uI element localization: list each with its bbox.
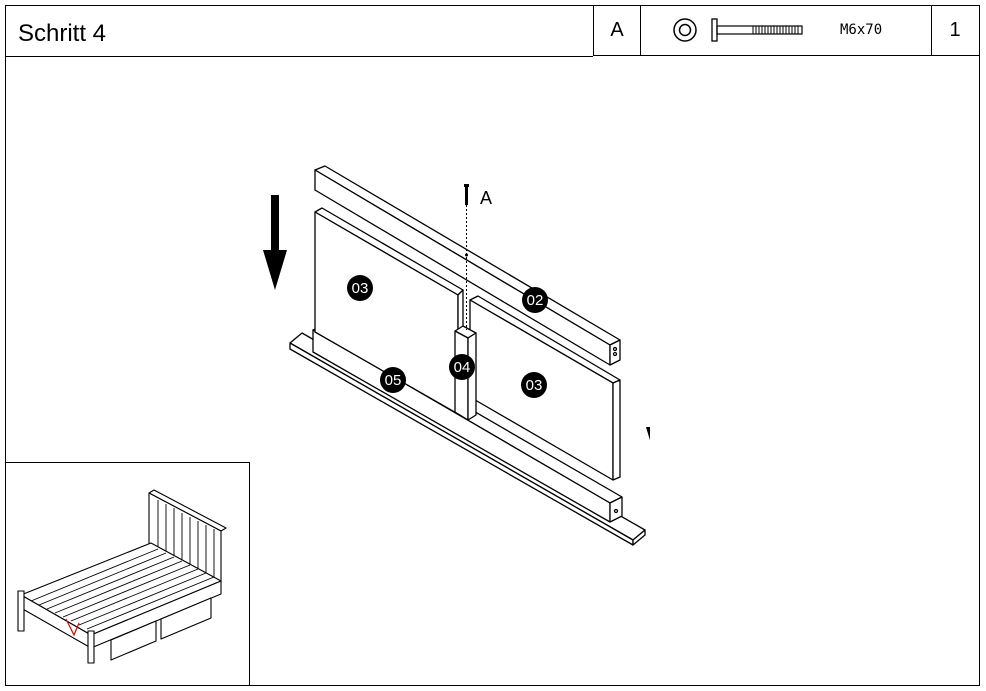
callout-rail-bottom: 05 [380, 367, 406, 393]
part-letter: A [594, 6, 641, 55]
arrow-down-icon [263, 195, 287, 290]
svg-text:03: 03 [352, 280, 369, 297]
center-post [454, 325, 477, 421]
highlight-marker [65, 618, 80, 637]
assembly-drawing: A 03 02 04 05 03 [263, 165, 650, 546]
bolt-icon [711, 18, 803, 42]
page-frame [5, 5, 980, 686]
step-title: Schritt 4 [18, 20, 107, 47]
bed-overview-drawing [17, 489, 227, 664]
parts-table: A M6x70 [593, 5, 980, 56]
bed-overview-inset [5, 462, 250, 686]
callout-rail-top: 02 [522, 287, 548, 313]
part-count: 1 [949, 19, 961, 41]
callout-panel-right: 03 [521, 372, 547, 398]
callout-panel-left: 03 [347, 275, 373, 301]
svg-text:03: 03 [526, 377, 543, 394]
part-spec: M6x70 [840, 22, 883, 38]
callout-post: 04 [449, 354, 475, 380]
washer-icon [673, 18, 697, 42]
hardware-drawing [673, 18, 803, 42]
bolt-label: A [480, 188, 492, 208]
part-hardware: M6x70 [641, 6, 932, 55]
bolt-a [464, 184, 469, 330]
svg-text:05: 05 [385, 372, 402, 389]
svg-text:04: 04 [454, 359, 471, 376]
svg-text:02: 02 [527, 292, 544, 309]
header-divider [5, 56, 593, 57]
arrow-down-icon [646, 427, 650, 441]
